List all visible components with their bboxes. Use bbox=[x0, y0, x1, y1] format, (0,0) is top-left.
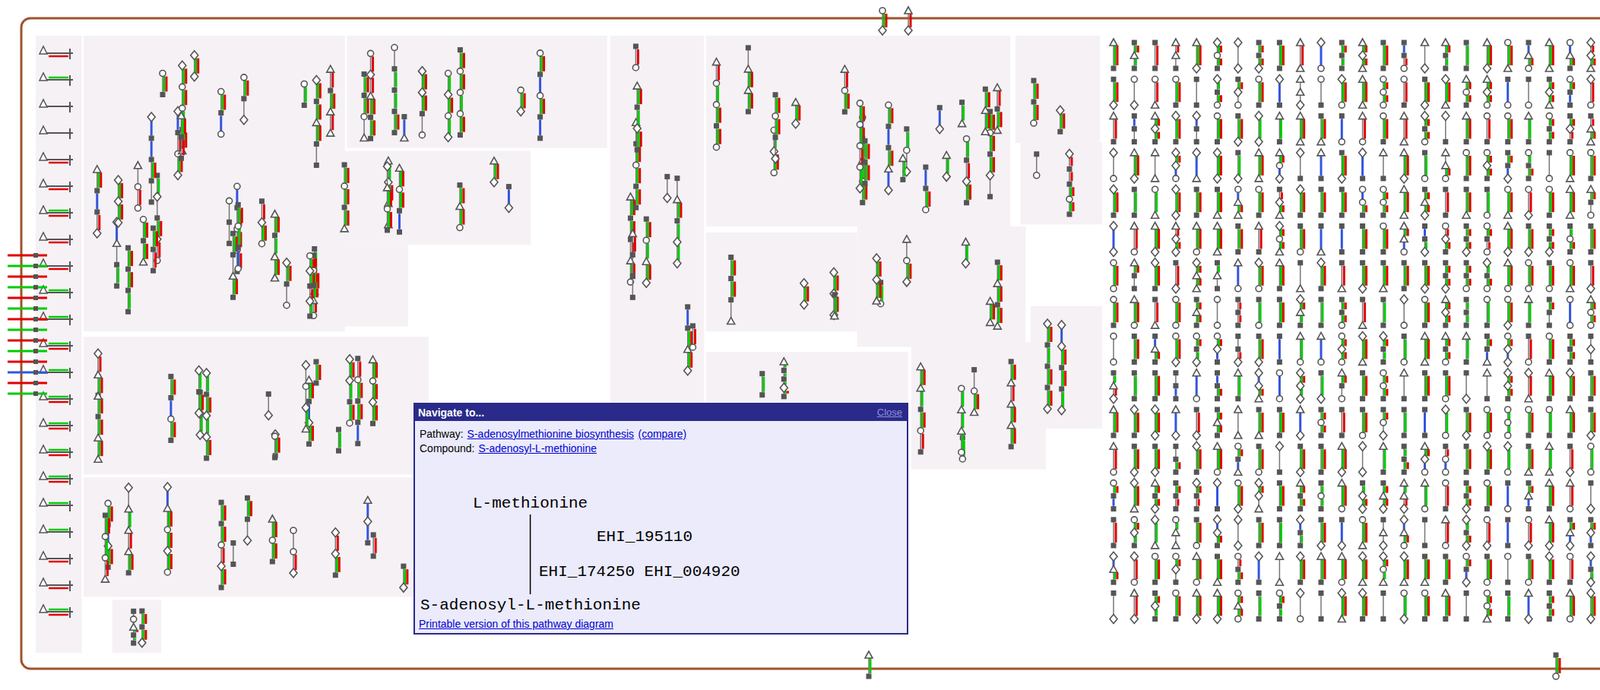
pathway-link: S-adenosylmethionine biosynthesis bbox=[467, 427, 634, 441]
enzyme-name: EHI_195110 bbox=[596, 528, 693, 546]
compound-node: S-adenosyl-L-methionine bbox=[418, 595, 643, 615]
popup-title: Navigate to... bbox=[418, 406, 485, 419]
printable-link: Printable version of this pathway diagra… bbox=[418, 617, 614, 631]
navigate-popup: Navigate to...L-methionineS-adenosyl-L-m… bbox=[413, 402, 909, 635]
enzyme-name: EHI_174250 EHI_004920 bbox=[538, 563, 741, 581]
field-label: Compound: bbox=[419, 442, 475, 455]
compound-node: L-methionine bbox=[471, 494, 590, 514]
compare-link: (compare) bbox=[637, 427, 687, 441]
field-label: Pathway: bbox=[419, 427, 464, 441]
close-link: Close bbox=[877, 406, 903, 419]
popup-title-bar: Navigate to... bbox=[415, 404, 907, 422]
compound-name: S-adenosyl-L-methionine bbox=[420, 596, 641, 615]
compound-name: L-methionine bbox=[472, 494, 588, 513]
compound-link: S-adenosyl-L-methionine bbox=[478, 442, 597, 455]
